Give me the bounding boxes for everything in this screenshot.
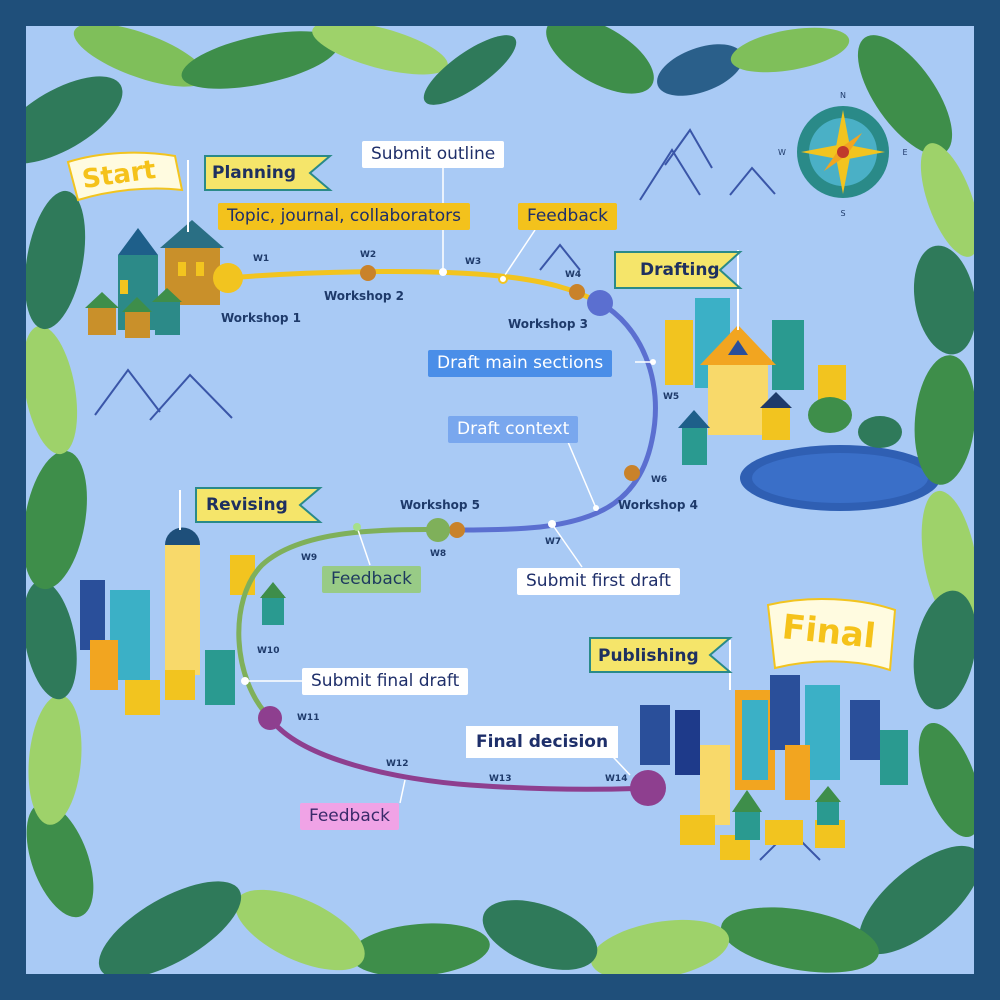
route-revising <box>236 526 461 720</box>
checkpoint-submit-final <box>241 677 249 685</box>
route-drafting <box>459 300 658 533</box>
week-3-label: W3 <box>465 257 482 267</box>
week-4-label: W4 <box>565 270 582 280</box>
workshop-3-label: Workshop 3 <box>508 317 588 331</box>
flag-publishing <box>589 637 733 673</box>
checkpoint-feedback-planning <box>498 274 508 284</box>
milestone-publishing-start <box>258 706 282 730</box>
week-7-label: W7 <box>545 537 562 547</box>
compass-s: S <box>840 209 845 218</box>
milestone-workshop-4 <box>624 465 640 481</box>
week-10-label: W10 <box>257 646 280 656</box>
week-9-label: W9 <box>301 553 318 563</box>
workshop-5-label: Workshop 5 <box>400 498 480 512</box>
flag-drafting <box>614 251 743 289</box>
week-14-label: W14 <box>605 774 628 784</box>
compass-n: N <box>840 91 846 100</box>
compass-w: W <box>778 148 786 157</box>
flag-poles <box>179 160 739 690</box>
week-1-label: W1 <box>253 254 270 264</box>
note-draft-context: Draft context <box>448 416 579 443</box>
workshop-4-label: Workshop 4 <box>618 498 698 512</box>
note-topic-journal-collaborators: Topic, journal, collaborators <box>218 203 470 230</box>
checkpoint-submit-outline <box>439 268 447 276</box>
drafting-label: Drafting <box>640 260 720 280</box>
week-6-label: W6 <box>651 475 668 485</box>
checkpoint-draft-main <box>650 359 656 365</box>
village-start <box>85 220 224 338</box>
milestone-workshop-5 <box>449 522 465 538</box>
flag-start <box>66 151 184 202</box>
week-8-label: W8 <box>430 549 447 559</box>
note-submit-outline: Submit outline <box>362 141 505 168</box>
milestone-workshop-2 <box>360 265 376 281</box>
week-2-label: W2 <box>360 250 377 260</box>
note-submit-first-draft: Submit first draft <box>517 568 680 595</box>
week-12-label: W12 <box>386 759 409 769</box>
route-publishing <box>267 716 649 792</box>
note-feedback-publishing: Feedback <box>300 803 399 830</box>
week-13-label: W13 <box>489 774 512 784</box>
milestone-revising-start <box>426 518 450 542</box>
note-final-decision: Final decision <box>466 726 619 758</box>
publishing-label: Publishing <box>598 646 699 666</box>
route-planning <box>227 269 602 306</box>
note-draft-main-sections: Draft main sections <box>428 350 613 377</box>
checkpoint-submit-first <box>548 520 556 528</box>
flag-final <box>766 597 897 672</box>
connector-lines <box>245 165 653 804</box>
flag-planning <box>204 155 333 191</box>
city-revising <box>80 527 286 715</box>
workshop-2-label: Workshop 2 <box>324 289 404 303</box>
checkpoint-feedback-revising <box>353 523 361 531</box>
flag-revising <box>195 487 323 523</box>
note-feedback-revising: Feedback <box>322 566 421 593</box>
workshop-1-label: Workshop 1 <box>221 311 301 325</box>
week-5-label: W5 <box>663 392 680 402</box>
city-publishing <box>640 675 908 860</box>
milestone-workshop-1 <box>213 263 243 293</box>
note-submit-final-draft: Submit final draft <box>302 668 469 695</box>
note-feedback-planning: Feedback <box>518 203 617 230</box>
compass-e: E <box>902 148 907 157</box>
milestone-drafting-start <box>587 290 613 316</box>
village-drafting <box>665 298 902 465</box>
compass-rose: N E S W <box>778 91 907 218</box>
planning-label: Planning <box>212 163 297 183</box>
week-11-label: W11 <box>297 713 320 723</box>
revising-label: Revising <box>206 495 288 515</box>
checkpoint-draft-context <box>593 505 599 511</box>
milestone-workshop-3 <box>569 284 585 300</box>
milestone-final-decision <box>630 770 666 806</box>
